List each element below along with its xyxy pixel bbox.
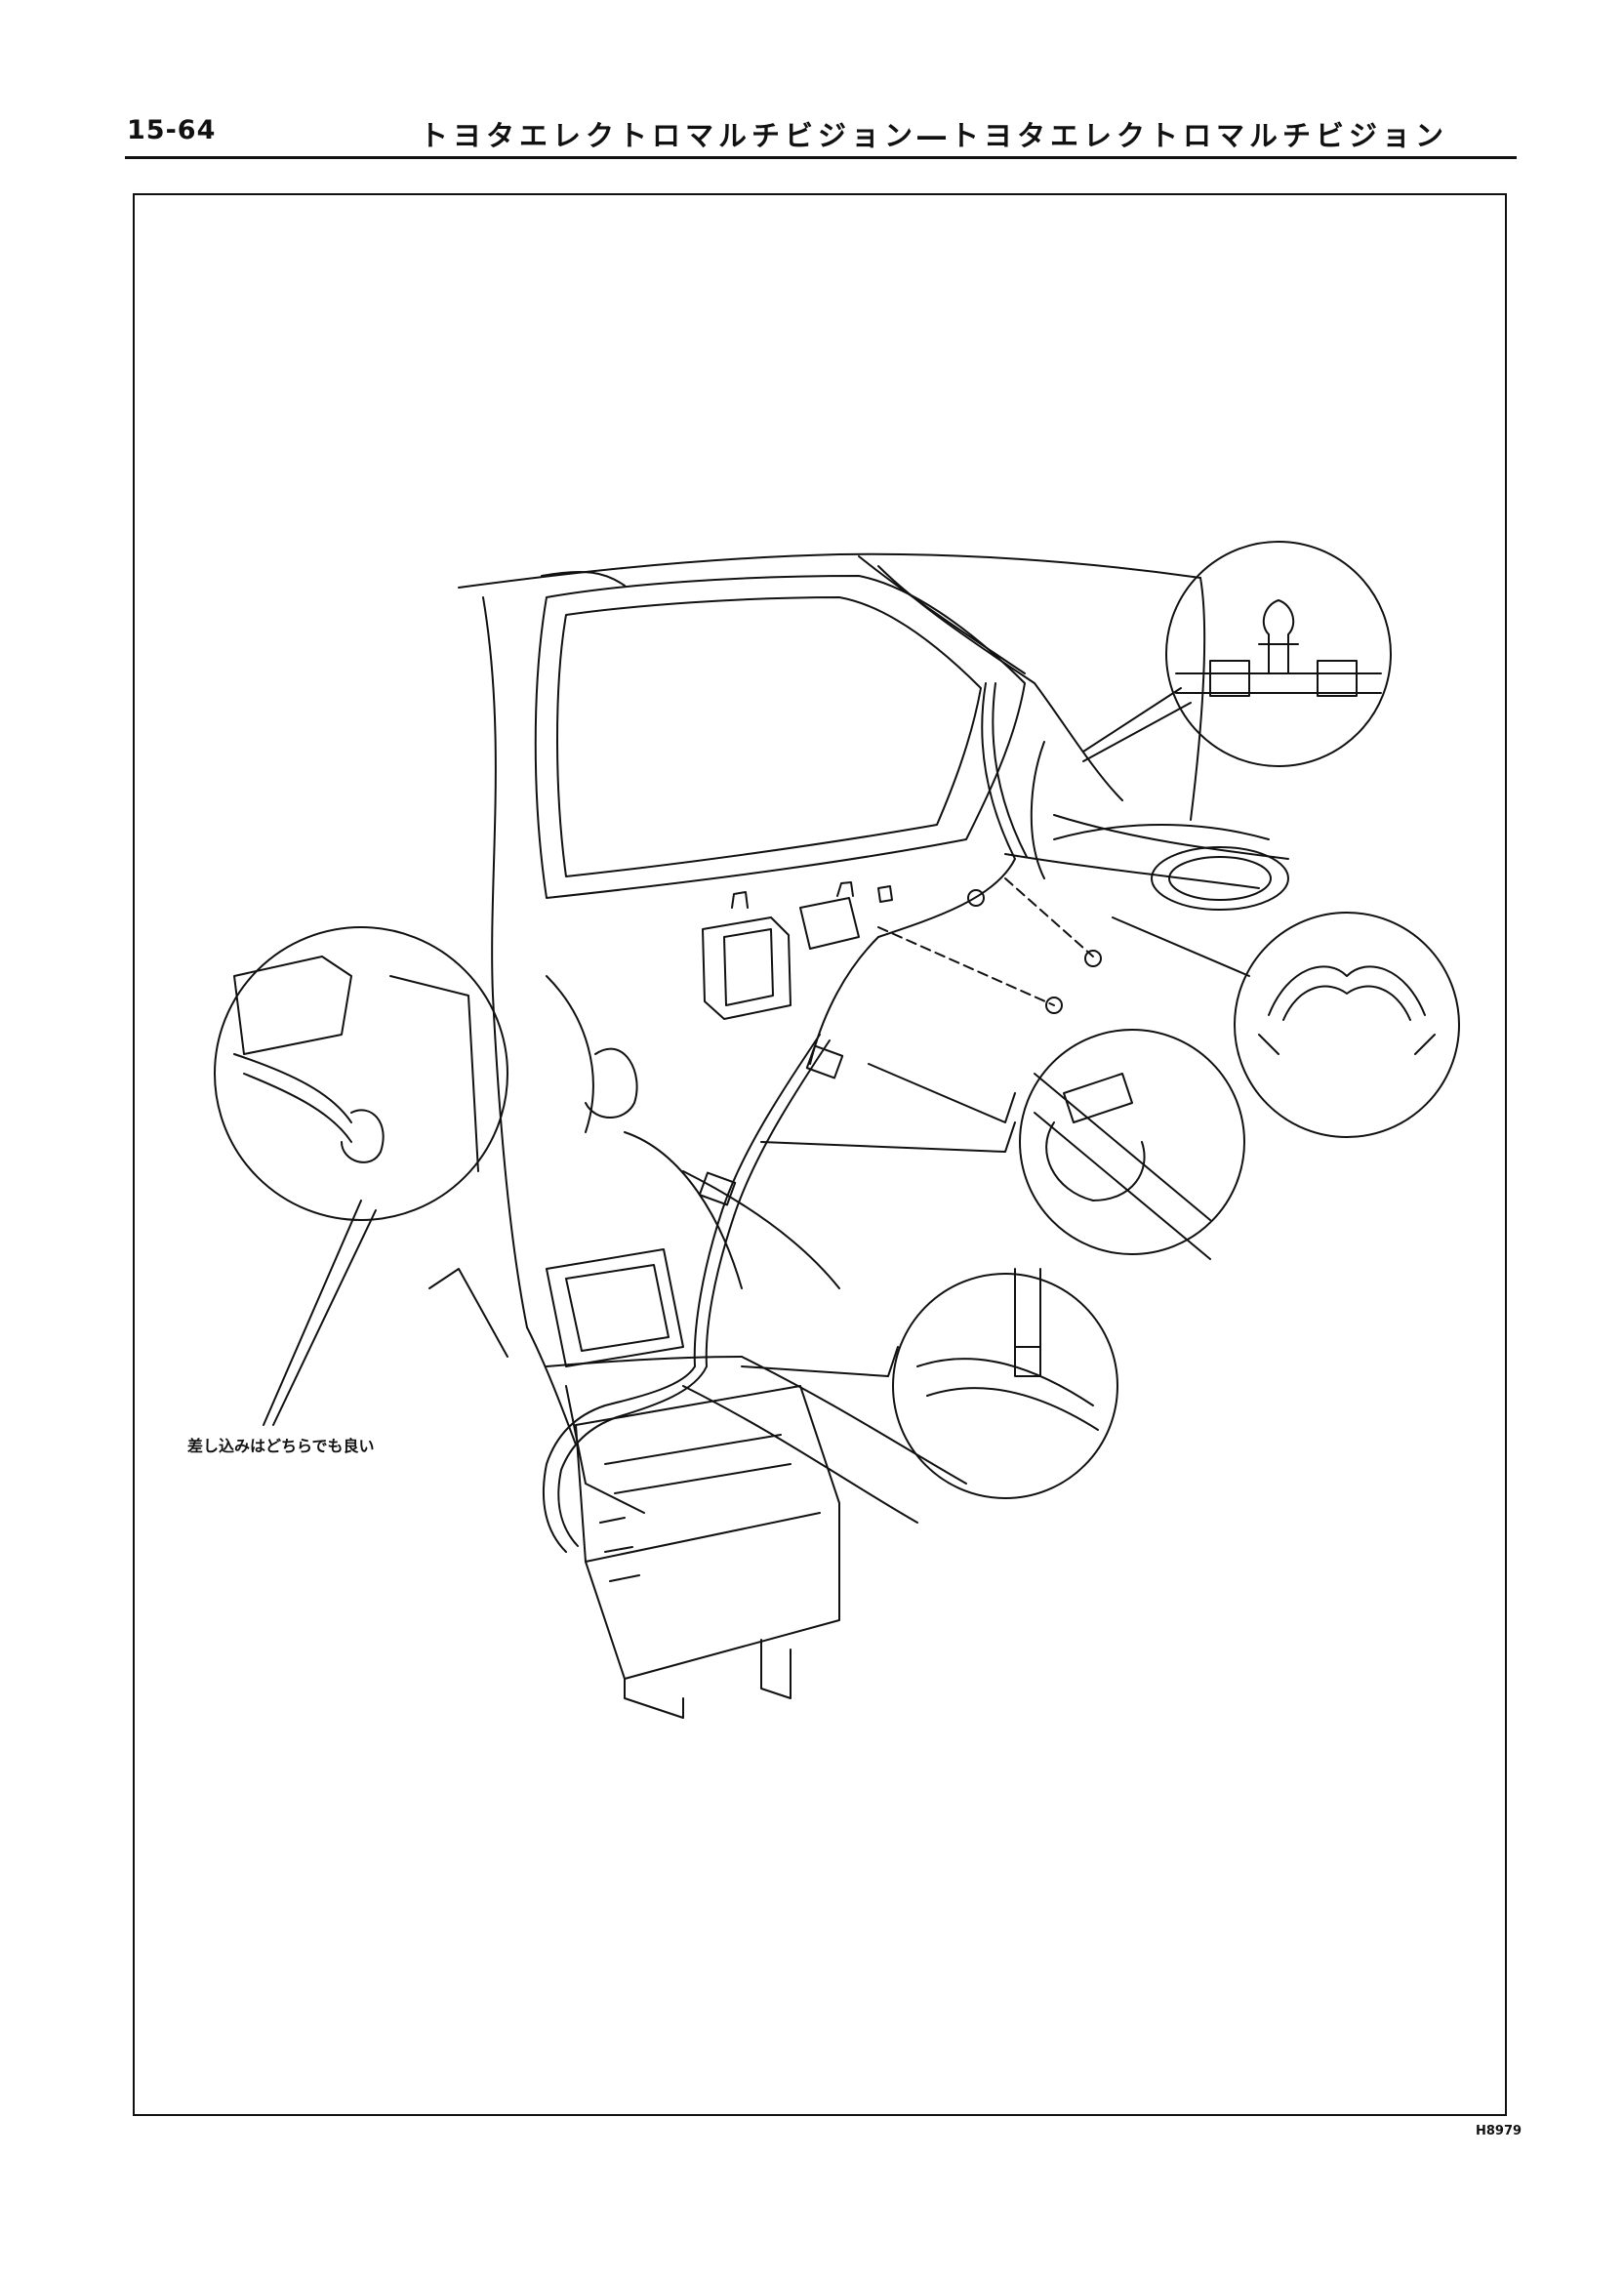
callout-clip-middle [1019,1029,1245,1260]
multi-vision-unit [575,1385,840,1719]
mounting-brackets [546,881,893,1367]
wire-harness [542,682,1102,1553]
callout-leaders [263,687,1250,1426]
page-title: トヨタエレクトロマルチビジョン―トヨタエレクトロマルチビジョン [420,119,1449,152]
header-rule [125,156,1517,159]
figure-code: H8979 [1476,2124,1522,2138]
figure-frame [133,193,1507,2116]
callout-connector-detail [214,926,508,1221]
callout-clip-lower [892,1268,1118,1499]
vehicle-body-outline [458,552,1289,1524]
quarter-window [534,555,1123,899]
callout-ring-clamp [1234,912,1460,1138]
callout-clip-top [1165,541,1392,767]
rear-deck [1053,824,1289,911]
body-panels [546,975,840,1514]
insertion-note: 差し込みはどちらでも良い [187,1437,375,1455]
page-number: 15-64 [127,115,217,145]
